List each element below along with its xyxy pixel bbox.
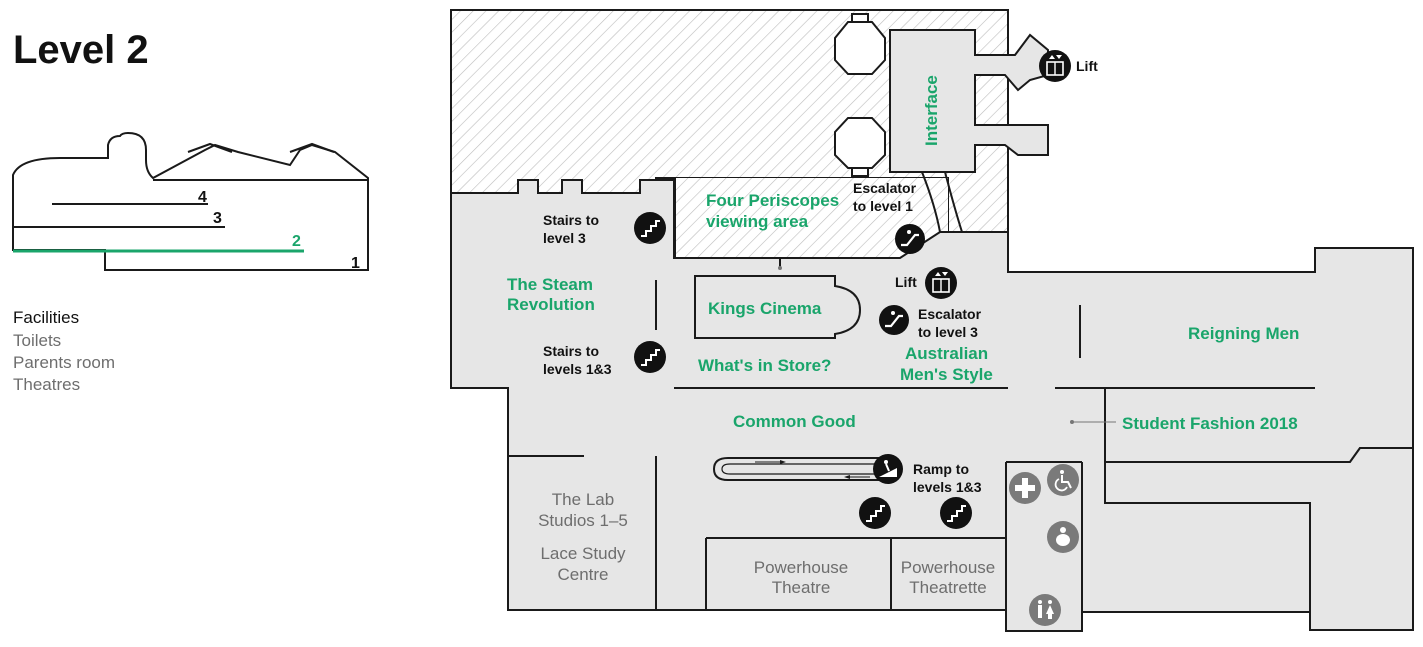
room-powerhouse-theatrette: Powerhouse [901,558,996,577]
escalator-icon [895,224,925,254]
facility-toilets: Toilets [13,331,62,350]
stairs-icon [634,212,666,244]
area-four-periscopes-line2: viewing area [706,212,809,231]
lift-top-label: Lift [1076,58,1098,74]
escalator-level3-label-line2: to level 3 [918,324,978,340]
escalator-icon [879,305,909,335]
area-kings-cinema: Kings Cinema [708,299,822,318]
facility-theatres: Theatres [13,375,81,394]
floor-plan [450,179,1414,632]
lift-icon [925,267,957,299]
ramp-label: Ramp to [913,461,969,477]
area-common-good: Common Good [733,412,856,431]
area-four-periscopes: Four Periscopes [706,191,839,210]
area-interface: Interface [922,75,941,146]
area-australian-mens-style-line2: Men's Style [900,365,993,384]
parents-room-icon [1047,521,1079,553]
stairs-level3-label: Stairs to [543,212,599,228]
accessible-icon [1047,464,1079,496]
area-australian-mens-style: Australian [905,344,988,363]
room-the-lab: The Lab [552,490,614,509]
first-aid-icon [1009,472,1041,504]
building-section-diagram: 4 3 2 1 [12,131,369,272]
escalator-level1-label-line2: to level 1 [853,198,913,214]
stairs-icon [859,497,891,529]
level-label-4: 4 [198,189,207,206]
area-reigning-men: Reigning Men [1188,324,1299,343]
area-whats-in-store: What's in Store? [698,356,831,375]
area-steam-revolution-line2: Revolution [507,295,595,314]
room-powerhouse-theatre: Powerhouse [754,558,849,577]
stairs-levels13-label: Stairs to [543,343,599,359]
lift-mid-label: Lift [895,274,917,290]
toilets-icon [1029,594,1061,626]
area-student-fashion: Student Fashion 2018 [1122,414,1298,433]
kings-cinema-room [694,275,862,339]
page-title: Level 2 [13,28,149,72]
escalator-level3-label: Escalator [918,306,982,322]
stairs-level3-label-line2: level 3 [543,230,586,246]
facilities-heading: Facilities [13,308,80,327]
room-lace-study-line2: Centre [557,565,608,584]
ramp-label-line2: levels 1&3 [913,479,982,495]
room-the-lab-line2: Studios 1–5 [538,511,628,530]
lift-icon [1039,50,1071,82]
room-lace-study: Lace Study [540,544,626,563]
level-label-3: 3 [213,210,222,227]
room-powerhouse-theatrette-line2: Theatrette [909,578,987,597]
ramp-icon [873,454,903,484]
level-label-1: 1 [351,255,360,272]
level-label-2: 2 [292,233,301,250]
stairs-levels13-label-line2: levels 1&3 [543,361,612,377]
room-powerhouse-theatre-line2: Theatre [772,578,831,597]
escalator-level1-label: Escalator [853,180,917,196]
area-steam-revolution: The Steam [507,275,593,294]
interface-area [889,29,1049,173]
facility-parents-room: Parents room [13,353,116,372]
stairs-icon [634,341,666,373]
stairs-icon [940,497,972,529]
